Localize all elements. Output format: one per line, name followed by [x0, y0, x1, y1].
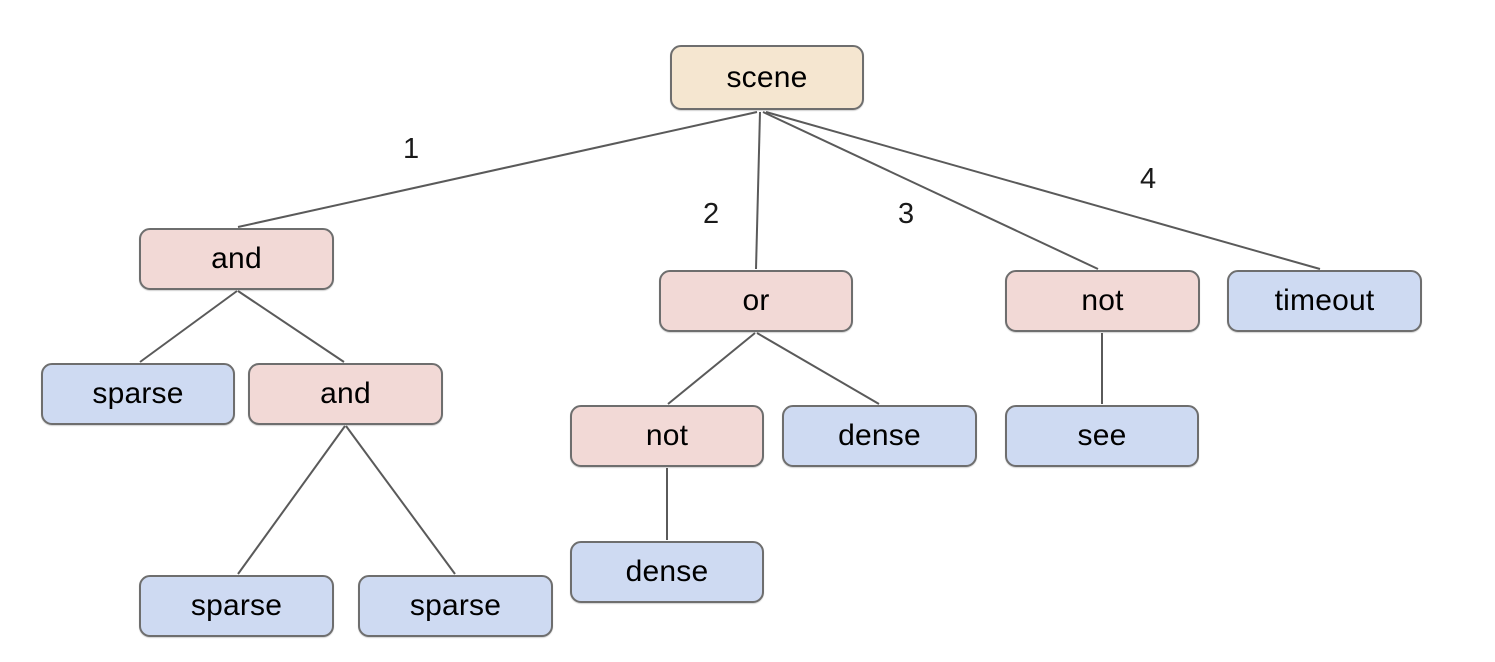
tree-edge-scene-timeout1: [765, 111, 1321, 270]
edge-label-3: 3: [898, 198, 915, 230]
tree-node-scene[interactable]: scene: [670, 45, 864, 110]
edge-label-2: 2: [703, 198, 720, 230]
tree-edge-and1-and2: [237, 290, 345, 363]
tree-edge-scene-not1: [762, 111, 1099, 270]
tree-edge-scene-or1: [755, 111, 761, 270]
tree-node-see1[interactable]: see: [1005, 405, 1199, 467]
tree-node-sparse3[interactable]: sparse: [358, 575, 553, 637]
tree-node-dense2[interactable]: dense: [570, 541, 764, 603]
tree-node-and1[interactable]: and: [139, 228, 334, 290]
tree-edge-and1-sparse1: [139, 290, 238, 363]
tree-edge-or1-dense1: [756, 332, 880, 405]
edge-label-1: 1: [403, 133, 420, 165]
tree-node-or1[interactable]: or: [659, 270, 853, 332]
edge-label-4: 4: [1140, 163, 1157, 195]
tree-node-and2[interactable]: and: [248, 363, 443, 425]
tree-edge-or1-not2: [667, 332, 756, 405]
tree-edge-and2-sparse2: [237, 425, 346, 575]
tree-edge-and2-sparse3: [345, 425, 456, 575]
tree-node-sparse2[interactable]: sparse: [139, 575, 334, 637]
tree-node-timeout1[interactable]: timeout: [1227, 270, 1422, 332]
tree-node-not2[interactable]: not: [570, 405, 764, 467]
tree-node-not1[interactable]: not: [1005, 270, 1200, 332]
tree-node-dense1[interactable]: dense: [782, 405, 977, 467]
tree-node-sparse1[interactable]: sparse: [41, 363, 235, 425]
tree-edge-scene-and1: [237, 111, 758, 228]
